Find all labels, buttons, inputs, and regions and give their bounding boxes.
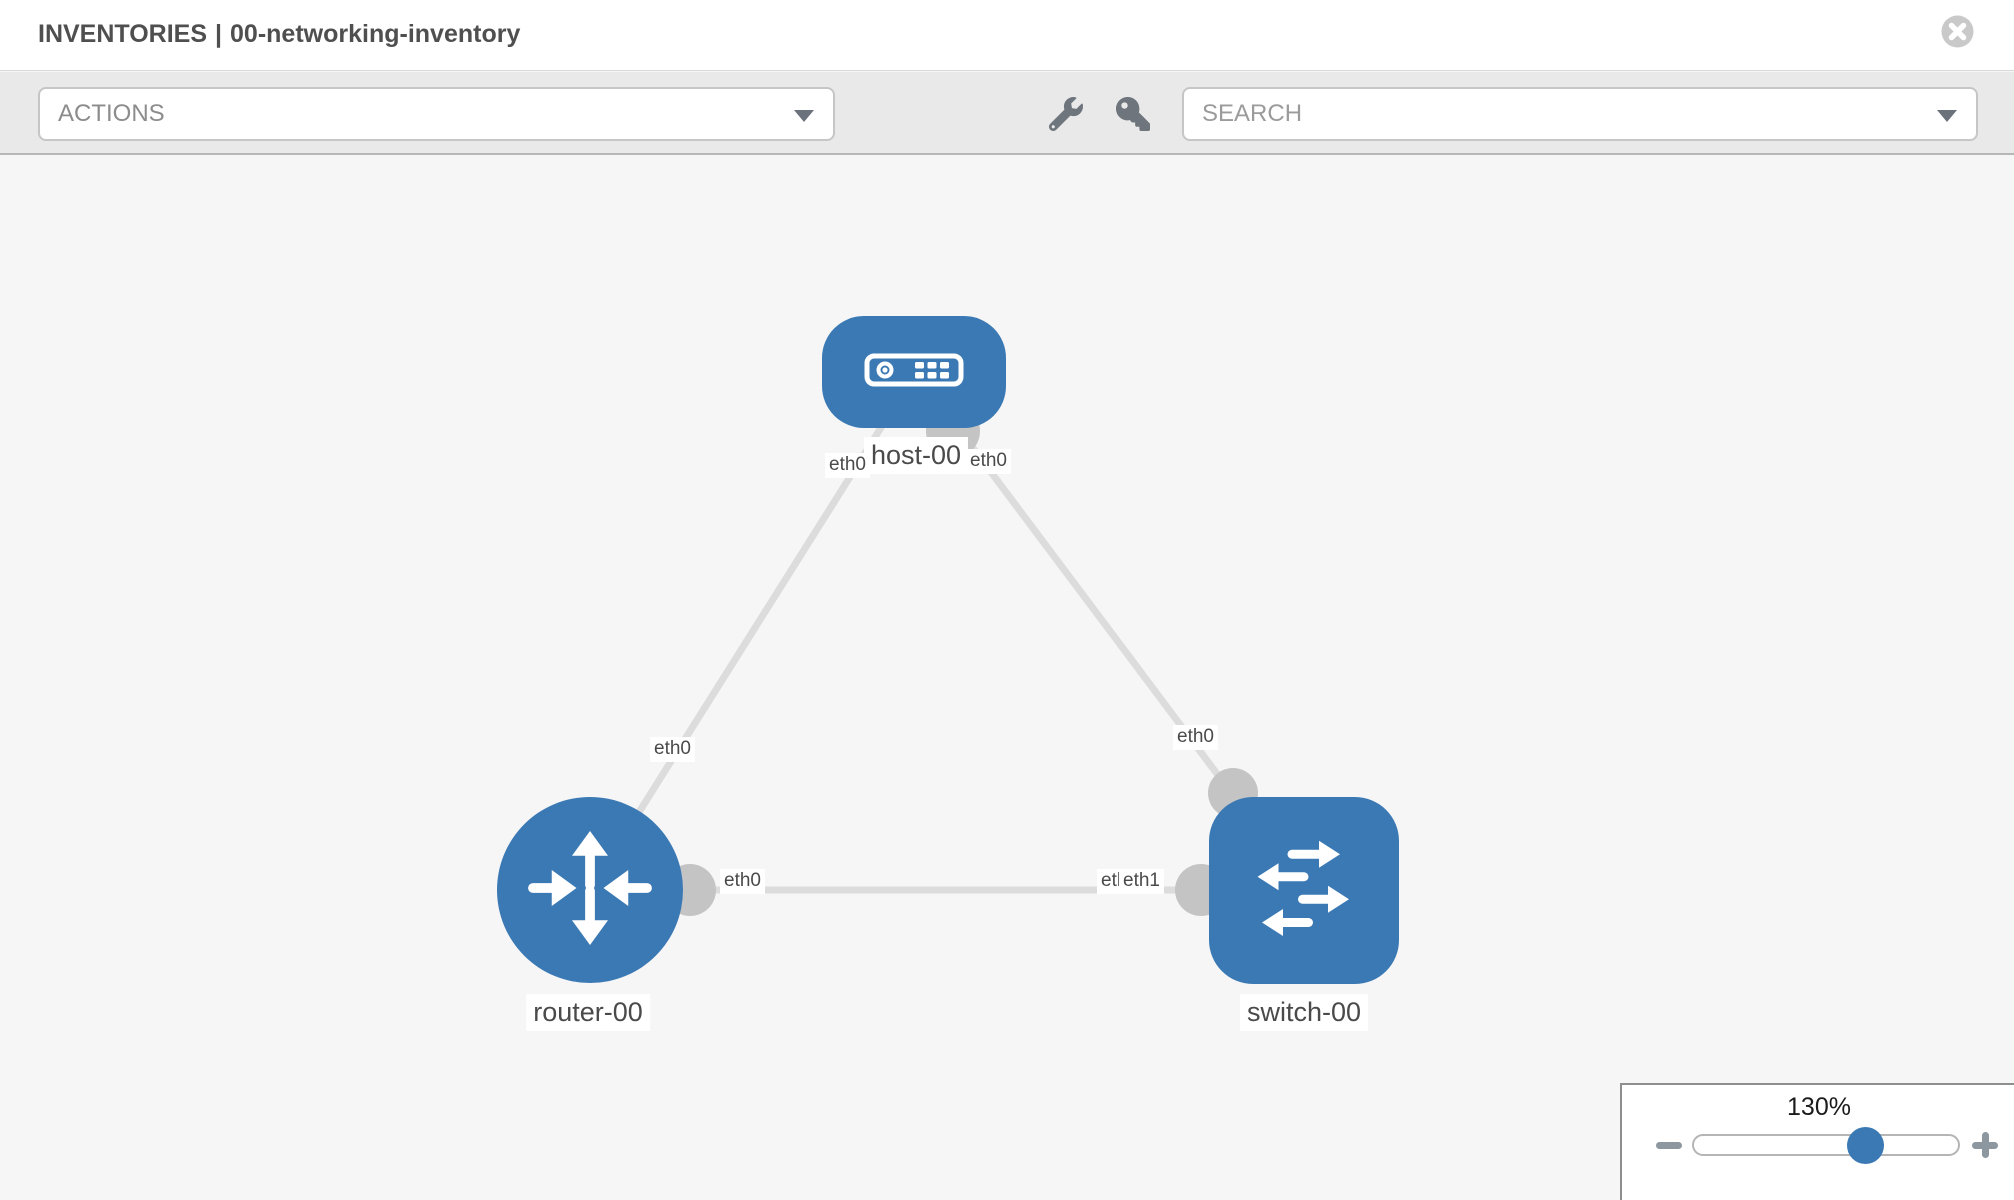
wrench-icon[interactable]	[1048, 97, 1083, 132]
node-switch-00[interactable]	[1209, 797, 1399, 984]
node-host-00[interactable]	[822, 316, 1006, 428]
title-section: INVENTORIES	[38, 20, 208, 48]
page-title: INVENTORIES|00-networking-inventory	[38, 20, 528, 49]
toolbar: ACTIONS	[0, 72, 2014, 155]
key-icon[interactable]	[1116, 97, 1150, 131]
node-label-switch: switch-00	[1239, 994, 1369, 1031]
zoom-slider-track[interactable]	[1692, 1134, 1960, 1156]
search-dropdown[interactable]	[1182, 87, 1978, 141]
close-icon[interactable]	[1941, 15, 1974, 48]
router-icon	[515, 813, 665, 968]
node-label-router: router-00	[526, 994, 650, 1031]
iface-label-switch-left-front: eth1	[1119, 869, 1164, 894]
zoom-percent-label: 130%	[1787, 1093, 1851, 1121]
zoom-in-button[interactable]	[1970, 1130, 2000, 1160]
search-input[interactable]	[1184, 89, 1976, 139]
iface-label-host-right: eth0	[966, 449, 1011, 474]
minus-icon	[1656, 1142, 1682, 1149]
plus-icon-vbar	[1982, 1132, 1989, 1158]
actions-dropdown-label: ACTIONS	[58, 100, 165, 127]
host-icon	[864, 353, 964, 392]
zoom-slider-knob[interactable]	[1847, 1127, 1884, 1164]
actions-dropdown[interactable]: ACTIONS	[38, 87, 835, 141]
caret-down-icon	[1936, 109, 1958, 123]
node-router-00[interactable]	[497, 797, 683, 983]
zoom-out-button[interactable]	[1654, 1130, 1684, 1160]
iface-label-switch-top: eth0	[1173, 725, 1218, 750]
caret-down-icon	[793, 109, 815, 123]
iface-label-host-left: eth0	[825, 453, 870, 478]
iface-label-router-top: eth0	[650, 737, 695, 762]
zoom-panel: 130%	[1620, 1083, 2014, 1200]
title-divider: |	[215, 20, 223, 48]
header-bar: INVENTORIES|00-networking-inventory	[0, 0, 2014, 71]
node-label-host: host-00	[863, 437, 969, 474]
iface-label-router-right: eth0	[720, 869, 765, 894]
title-inventory-name: 00-networking-inventory	[230, 20, 521, 48]
switch-icon	[1229, 813, 1379, 968]
